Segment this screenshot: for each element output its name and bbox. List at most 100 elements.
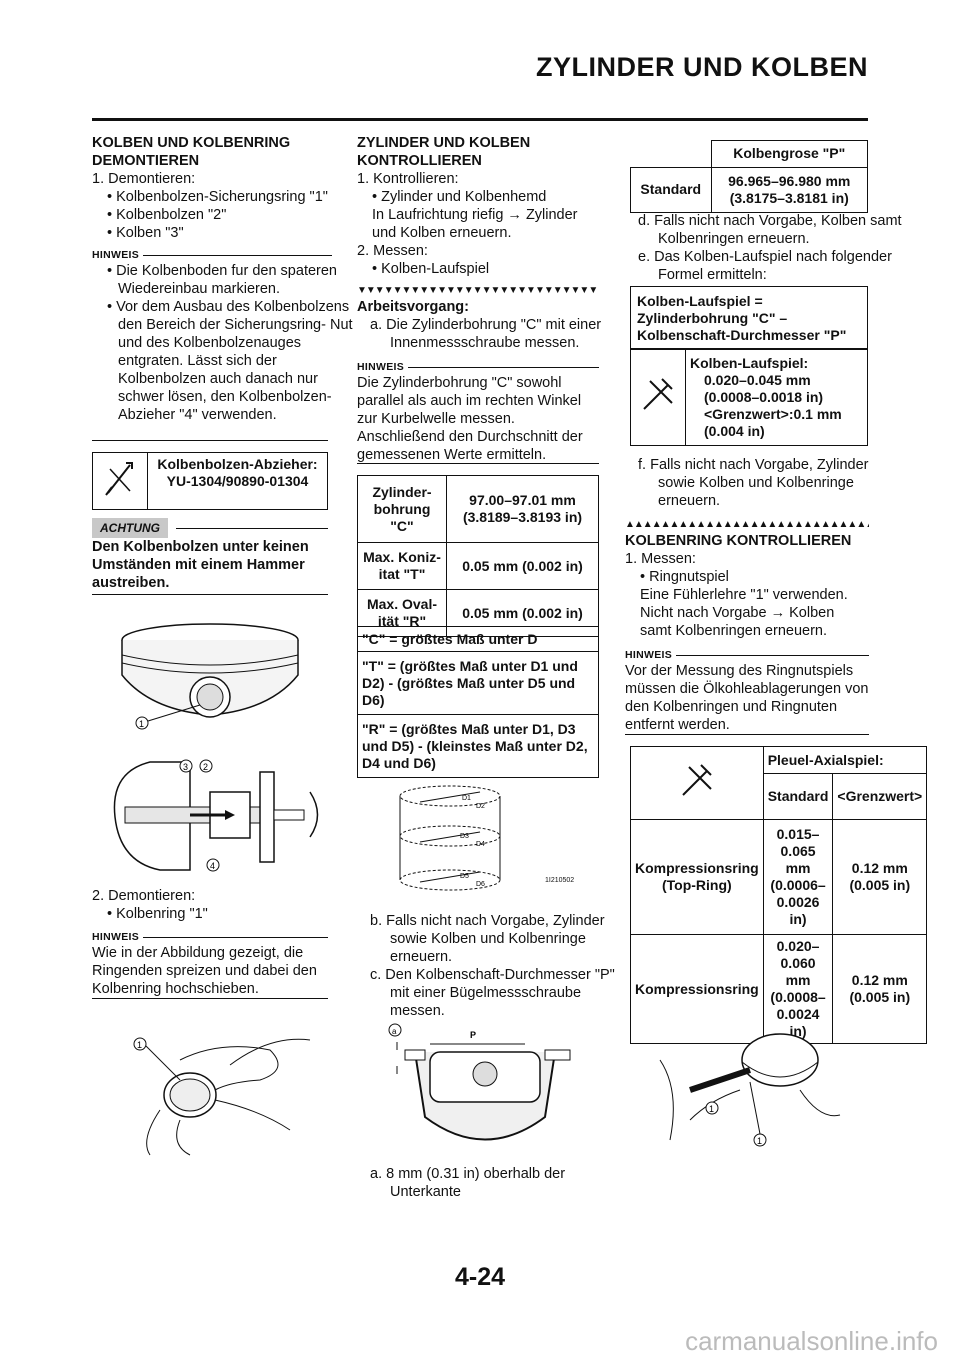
- clearance-limit: (0.004 in): [704, 422, 765, 439]
- row-label: Kompressionsring: [630, 934, 764, 1044]
- svg-text:D6: D6: [476, 881, 485, 888]
- note-text: Die Zylinderbohrung "C" sowohl parallel …: [357, 375, 583, 463]
- step-text: 2. Messen:: [357, 243, 428, 259]
- spec-value: 96.965–96.980 mm (3.8175–3.8181 in): [710, 166, 868, 213]
- formula-r: "R" = (größtes Maß unter D1, D3 und D5) …: [357, 714, 599, 778]
- wrench-icon: [92, 452, 148, 510]
- note-bullet: • Vor dem Ausbau des Kolbenbolzens den B…: [107, 299, 353, 423]
- step-f: f. Falls nicht nach Vorgabe, Zylinder so…: [638, 457, 869, 509]
- step-text: 1. Demontieren:: [92, 171, 196, 187]
- feeler-gauge-figure: 1 1: [659, 1033, 841, 1147]
- svg-text:P: P: [470, 1030, 476, 1040]
- svg-text:1: 1: [757, 1136, 762, 1146]
- spec-label: Zylinder-bohrung "C": [357, 475, 447, 543]
- spec-value: 0.05 mm (0.002 in): [446, 542, 599, 590]
- svg-text:D1: D1: [462, 795, 471, 802]
- table-header: Standard: [762, 773, 834, 820]
- triangle-rule-bottom: ▲▲▲▲▲▲▲▲▲▲▲▲▲▲▲▲▲▲▲▲▲▲▲▲▲▲▲▲▲▲: [625, 519, 869, 530]
- bullet-text: • Zylinder und Kolbenhemd: [372, 189, 547, 205]
- clearance-table: Kolben-Laufspiel: 0.020–0.045 mm (0.0008…: [630, 348, 868, 446]
- achtung-text: Den Kolbenbolzen unter keinen Umständen …: [92, 539, 309, 591]
- ring-clearance-table: Pleuel-Axialspiel: Standard <Grenzwert> …: [630, 746, 928, 1044]
- bullet-sub-text: In Laufrichtung riefig → Zylinder und Ko…: [372, 207, 578, 241]
- section-heading: KOLBEN UND KOLBENRING DEMONTIEREN: [92, 135, 291, 169]
- bullet-text: • Kolbenbolzen "2": [107, 207, 227, 223]
- svg-text:D4: D4: [476, 841, 485, 848]
- step-b: b. Falls nicht nach Vorgabe, Zylinder so…: [370, 913, 605, 965]
- bullet-text: • Kolben "3": [107, 225, 184, 241]
- hinweis-label: HINWEIS: [92, 928, 328, 946]
- svg-text:2: 2: [203, 762, 208, 772]
- step-d: d. Falls nicht nach Vorgabe, Kolben samt…: [638, 213, 902, 247]
- svg-text:D2: D2: [476, 803, 485, 810]
- step-text: 1. Messen:: [625, 551, 696, 567]
- bullet-text: • Kolben-Laufspiel: [372, 261, 490, 277]
- row-limit: 0.12 mm (0.005 in): [832, 819, 928, 935]
- clearance-title: Kolben-Laufspiel:: [690, 354, 809, 371]
- formula-t: "T" = (größtes Maß unter D1 und D2) - (g…: [357, 651, 599, 715]
- arbeit-label: Arbeitsvorgang:: [357, 299, 469, 315]
- piston-figure: 1: [121, 623, 299, 730]
- table-header: <Grenzwert>: [832, 773, 928, 820]
- table-title: Pleuel-Axialspiel:: [762, 746, 928, 774]
- piston-size-table: Kolbengrose "P" Standard 96.965–96.980 m…: [630, 140, 868, 213]
- formula-box: Kolben-Laufspiel = Zylinderbohrung "C" –…: [630, 286, 868, 350]
- section-heading: ZYLINDER UND KOLBEN KONTROLLIEREN: [357, 135, 531, 169]
- bullet-text: • Kolbenring "1": [107, 906, 208, 922]
- formula-table: "C" = größtes Maß unter D "T" = (größtes…: [357, 626, 599, 778]
- svg-text:1: 1: [137, 1040, 142, 1050]
- achtung-label: ACHTUNG: [92, 518, 168, 538]
- row-standard: 0.020–0.060 mm (0.0008–0.0024 in): [762, 934, 834, 1044]
- clearance-limit: <Grenzwert>:0.1 mm: [704, 405, 842, 422]
- hinweis-label: HINWEIS: [625, 646, 869, 664]
- step-text: 1. Kontrollieren:: [357, 171, 459, 187]
- hinweis-label: HINWEIS: [357, 358, 599, 376]
- row-standard: 0.015–0.065 mm (0.0006–0.0026 in): [762, 819, 834, 935]
- svg-text:1: 1: [709, 1104, 714, 1114]
- step-c: c. Den Kolbenschaft-Durchmesser "P" mit …: [370, 967, 615, 1019]
- micrometer-figure: a P: [388, 1023, 571, 1141]
- bullet-text: • Ringnutspiel: [640, 569, 729, 585]
- svg-text:D3: D3: [460, 833, 469, 840]
- watermark: carmanualsonline.info: [685, 1326, 938, 1356]
- row-limit: 0.12 mm (0.005 in): [832, 934, 928, 1044]
- section-heading: KOLBENRING KONTROLLIEREN: [625, 533, 852, 549]
- step-text: 2. Demontieren:: [92, 888, 196, 904]
- bullet-text: • Kolbenbolzen-Sicherungsring "1": [107, 189, 328, 205]
- tool-name: Kolbenbolzen-Abzieher: YU-1304/90890-013…: [147, 452, 328, 510]
- bullet-sub-text: Eine Fühlerlehre "1" verwenden. Nicht na…: [640, 587, 848, 639]
- row-label: Kompressionsring (Top-Ring): [630, 819, 764, 935]
- figure-code: 1I210502: [545, 877, 575, 884]
- note-bullet: • Die Kolbenboden fur den spateren Wiede…: [107, 263, 337, 297]
- svg-text:a: a: [392, 1027, 397, 1036]
- step-e: e. Das Kolben-Laufspiel nach folgender F…: [638, 249, 892, 283]
- clearance-value: 0.020–0.045 mm: [704, 371, 811, 388]
- page-number: 4-24: [454, 1263, 506, 1291]
- page-title: ZYLINDER UND KOLBEN: [536, 52, 868, 82]
- table-header: Kolbengrose "P": [710, 140, 868, 168]
- spec-label: Standard: [630, 166, 712, 213]
- svg-text:D5: D5: [460, 873, 469, 880]
- header-rule: [92, 118, 868, 121]
- note-text: Wie in der Abbildung gezeigt, die Ringen…: [92, 945, 317, 997]
- clearance-value: (0.0008–0.0018 in): [704, 388, 824, 405]
- caliper-icon: [630, 348, 686, 446]
- step-a: a. Die Zylinderbohrung "C" mit einer Inn…: [370, 317, 602, 351]
- caption-a: a. 8 mm (0.31 in) oberhalb der Unterkant…: [370, 1166, 566, 1200]
- svg-text:1: 1: [139, 719, 144, 729]
- tool-table: Kolbenbolzen-Abzieher: YU-1304/90890-013…: [92, 452, 328, 510]
- svg-text:4: 4: [210, 861, 215, 871]
- puller-figure: 3 2 4: [113, 759, 319, 872]
- ring-removal-figure: 1: [133, 1037, 311, 1156]
- cylinder-spec-table: Zylinder-bohrung "C" 97.00–97.01 mm (3.8…: [357, 475, 599, 637]
- spec-label: Max. Koniz-itat "T": [357, 542, 447, 590]
- hinweis-label: HINWEIS: [92, 246, 332, 264]
- note-text: Vor der Messung des Ringnutspiels müssen…: [625, 663, 869, 733]
- formula-c: "C" = größtes Maß unter D: [357, 626, 599, 652]
- svg-text:3: 3: [183, 762, 188, 772]
- triangle-rule-top: ▼▼▼▼▼▼▼▼▼▼▼▼▼▼▼▼▼▼▼▼▼▼▼▼▼▼▼▼▼▼: [357, 285, 599, 296]
- spec-value: 97.00–97.01 mm (3.8189–3.8193 in): [446, 475, 599, 543]
- caliper-icon: [630, 746, 764, 820]
- formula-text: Kolben-Laufspiel = Zylinderbohrung "C" –…: [630, 286, 868, 350]
